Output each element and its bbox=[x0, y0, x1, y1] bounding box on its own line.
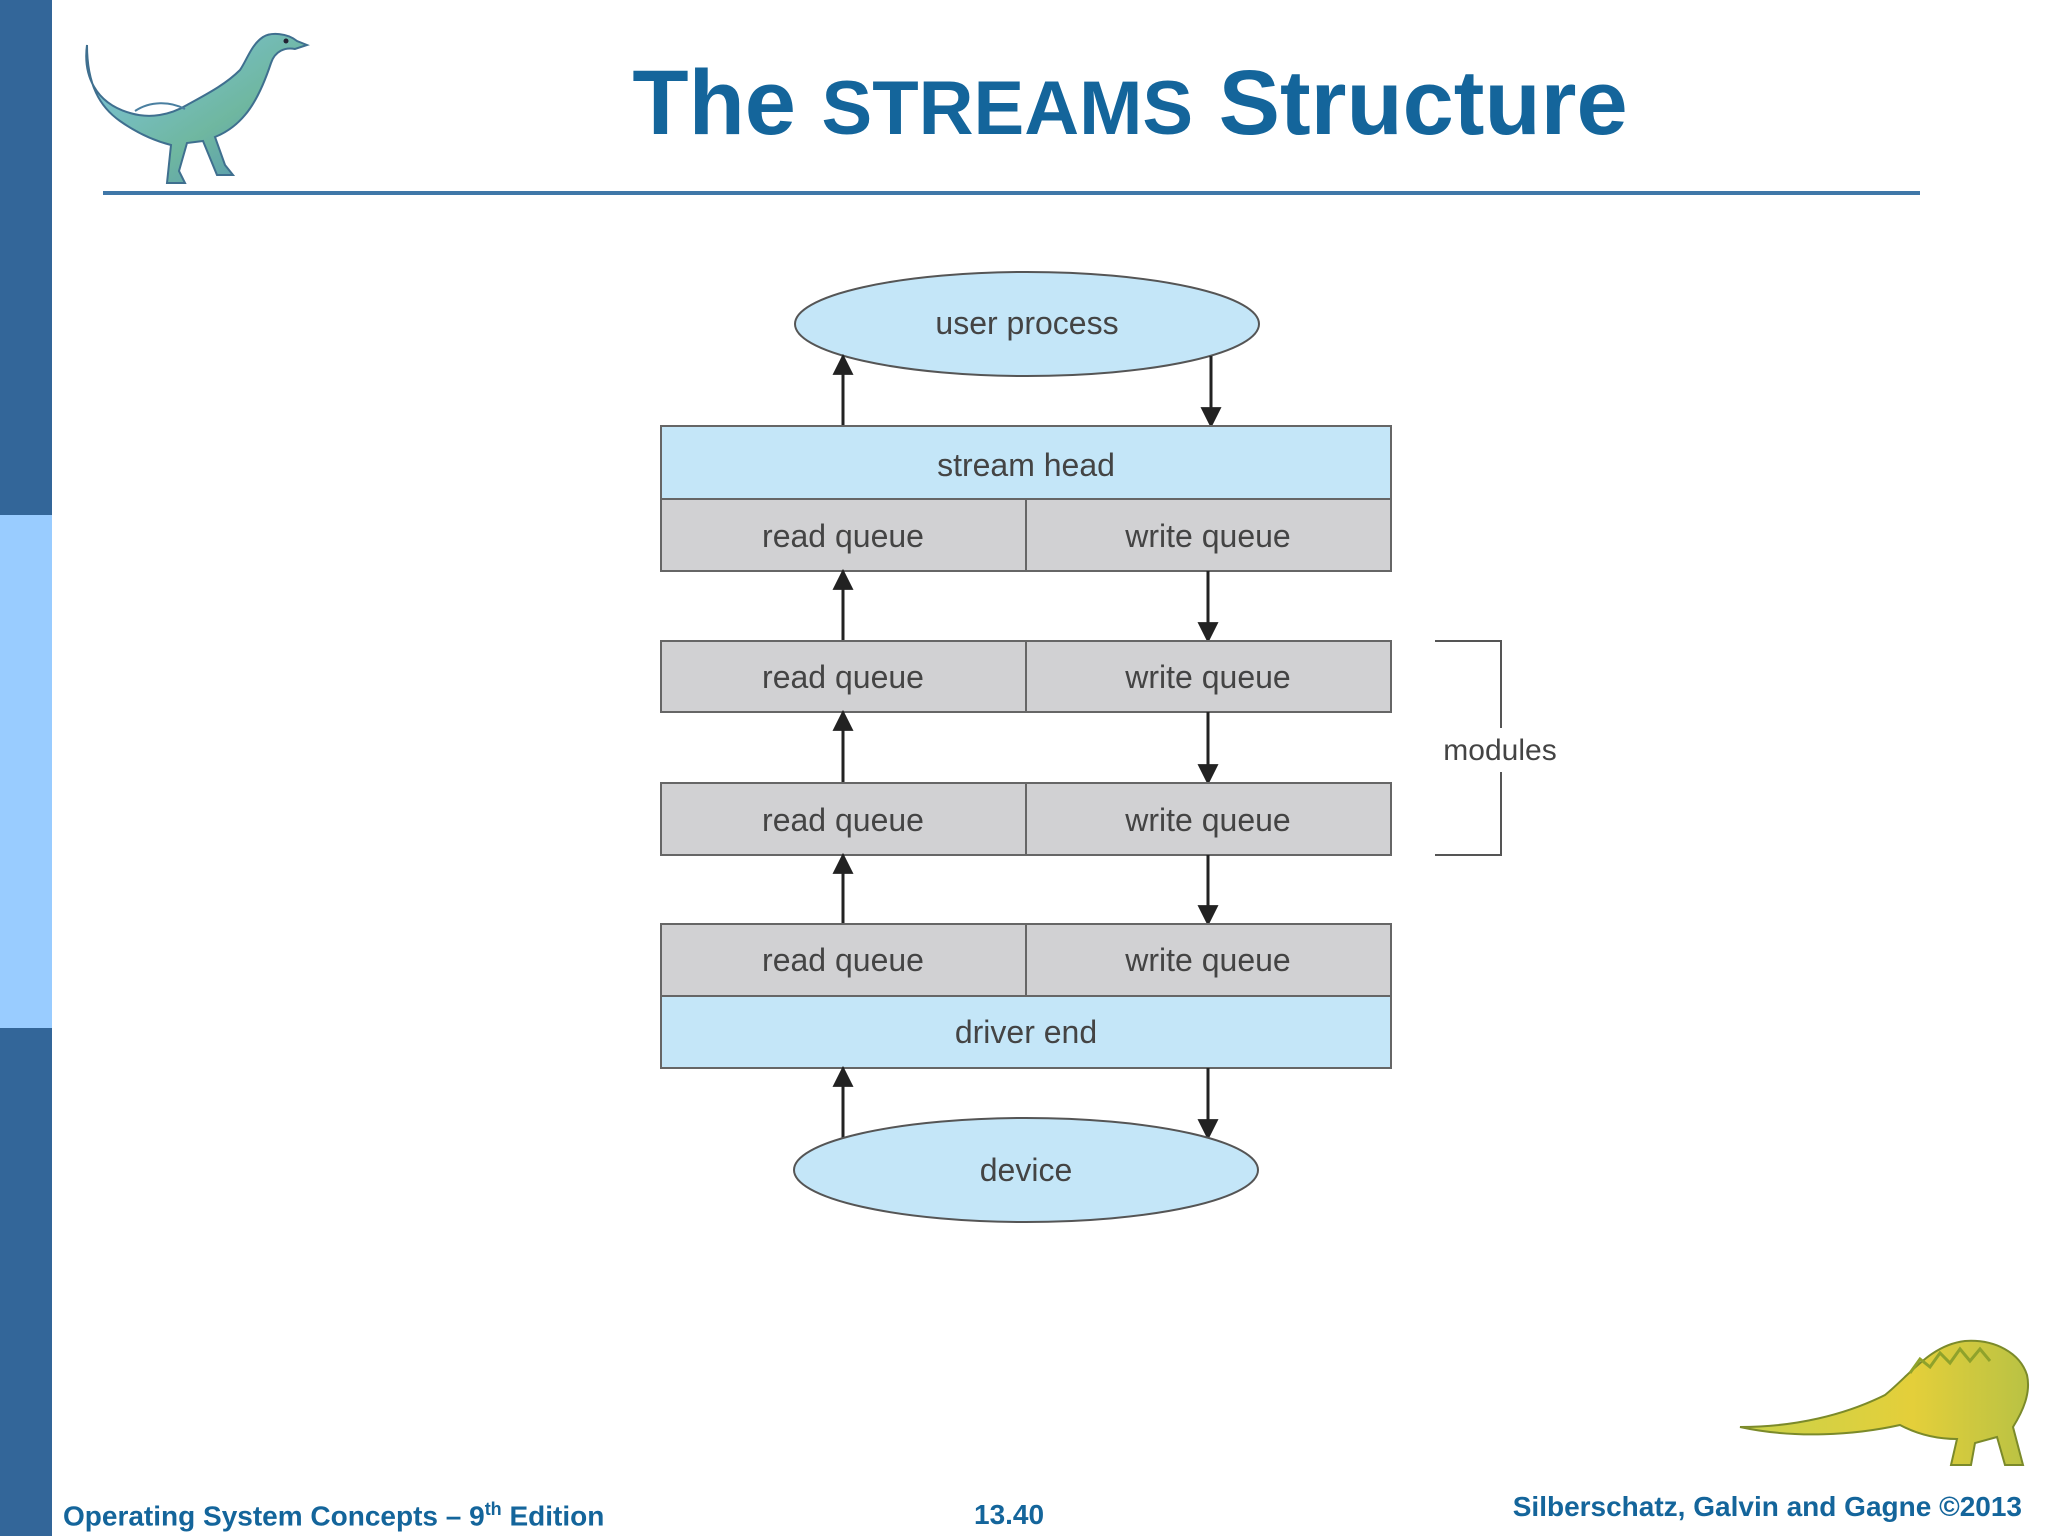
sidebar-top-band bbox=[0, 0, 52, 515]
read-queue-label: read queue bbox=[762, 659, 924, 695]
slide-title: The STREAMS Structure bbox=[440, 48, 1820, 164]
device-label: device bbox=[980, 1152, 1073, 1188]
read-queue-label: read queue bbox=[762, 802, 924, 838]
stream-head-label: stream head bbox=[937, 447, 1115, 483]
title-suffix: Structure bbox=[1193, 52, 1628, 154]
write-queue-label: write queue bbox=[1124, 659, 1290, 695]
modules-label: modules bbox=[1443, 734, 1556, 767]
write-queue-label: write queue bbox=[1124, 518, 1290, 554]
read-queue-box bbox=[660, 923, 1027, 997]
read-queue-label: read queue bbox=[762, 942, 924, 978]
footer-book-sup: th bbox=[484, 1499, 502, 1519]
sidebar-bottom-band bbox=[0, 1028, 52, 1536]
write-queue-label: write queue bbox=[1124, 802, 1290, 838]
write-queue-box bbox=[1025, 923, 1392, 997]
footer-book-tail: Edition bbox=[501, 1500, 605, 1532]
write-queue-box bbox=[1025, 640, 1392, 713]
modules-bracket bbox=[1435, 640, 1502, 856]
user-process-label: user process bbox=[935, 305, 1118, 341]
read-queue-label: read queue bbox=[762, 518, 924, 554]
write-queue-box bbox=[1025, 782, 1392, 856]
write-queue-box bbox=[1025, 498, 1392, 572]
title-divider bbox=[103, 191, 1920, 195]
footer-book-title: Operating System Concepts – 9th Edition bbox=[63, 1499, 604, 1532]
user-process-ellipse bbox=[794, 271, 1260, 377]
footer-authors: Silberschatz, Galvin and Gagne ©2013 bbox=[1512, 1491, 2022, 1522]
sidebar-middle-band bbox=[0, 515, 52, 1028]
stream-head-box bbox=[660, 425, 1392, 500]
title-prefix: The bbox=[632, 52, 822, 154]
footer-page-number: 13.40 bbox=[974, 1499, 1045, 1530]
dinosaur-logo-bottom bbox=[1739, 1339, 2029, 1466]
write-queue-label: write queue bbox=[1124, 942, 1290, 978]
device-ellipse bbox=[793, 1117, 1259, 1223]
dinosaur-logo-top bbox=[85, 32, 310, 184]
footer-book-main: Operating System Concepts – 9 bbox=[63, 1500, 485, 1532]
driver-end-box bbox=[660, 995, 1392, 1069]
driver-end-label: driver end bbox=[955, 1014, 1097, 1050]
title-streams: STREAMS bbox=[821, 66, 1194, 151]
